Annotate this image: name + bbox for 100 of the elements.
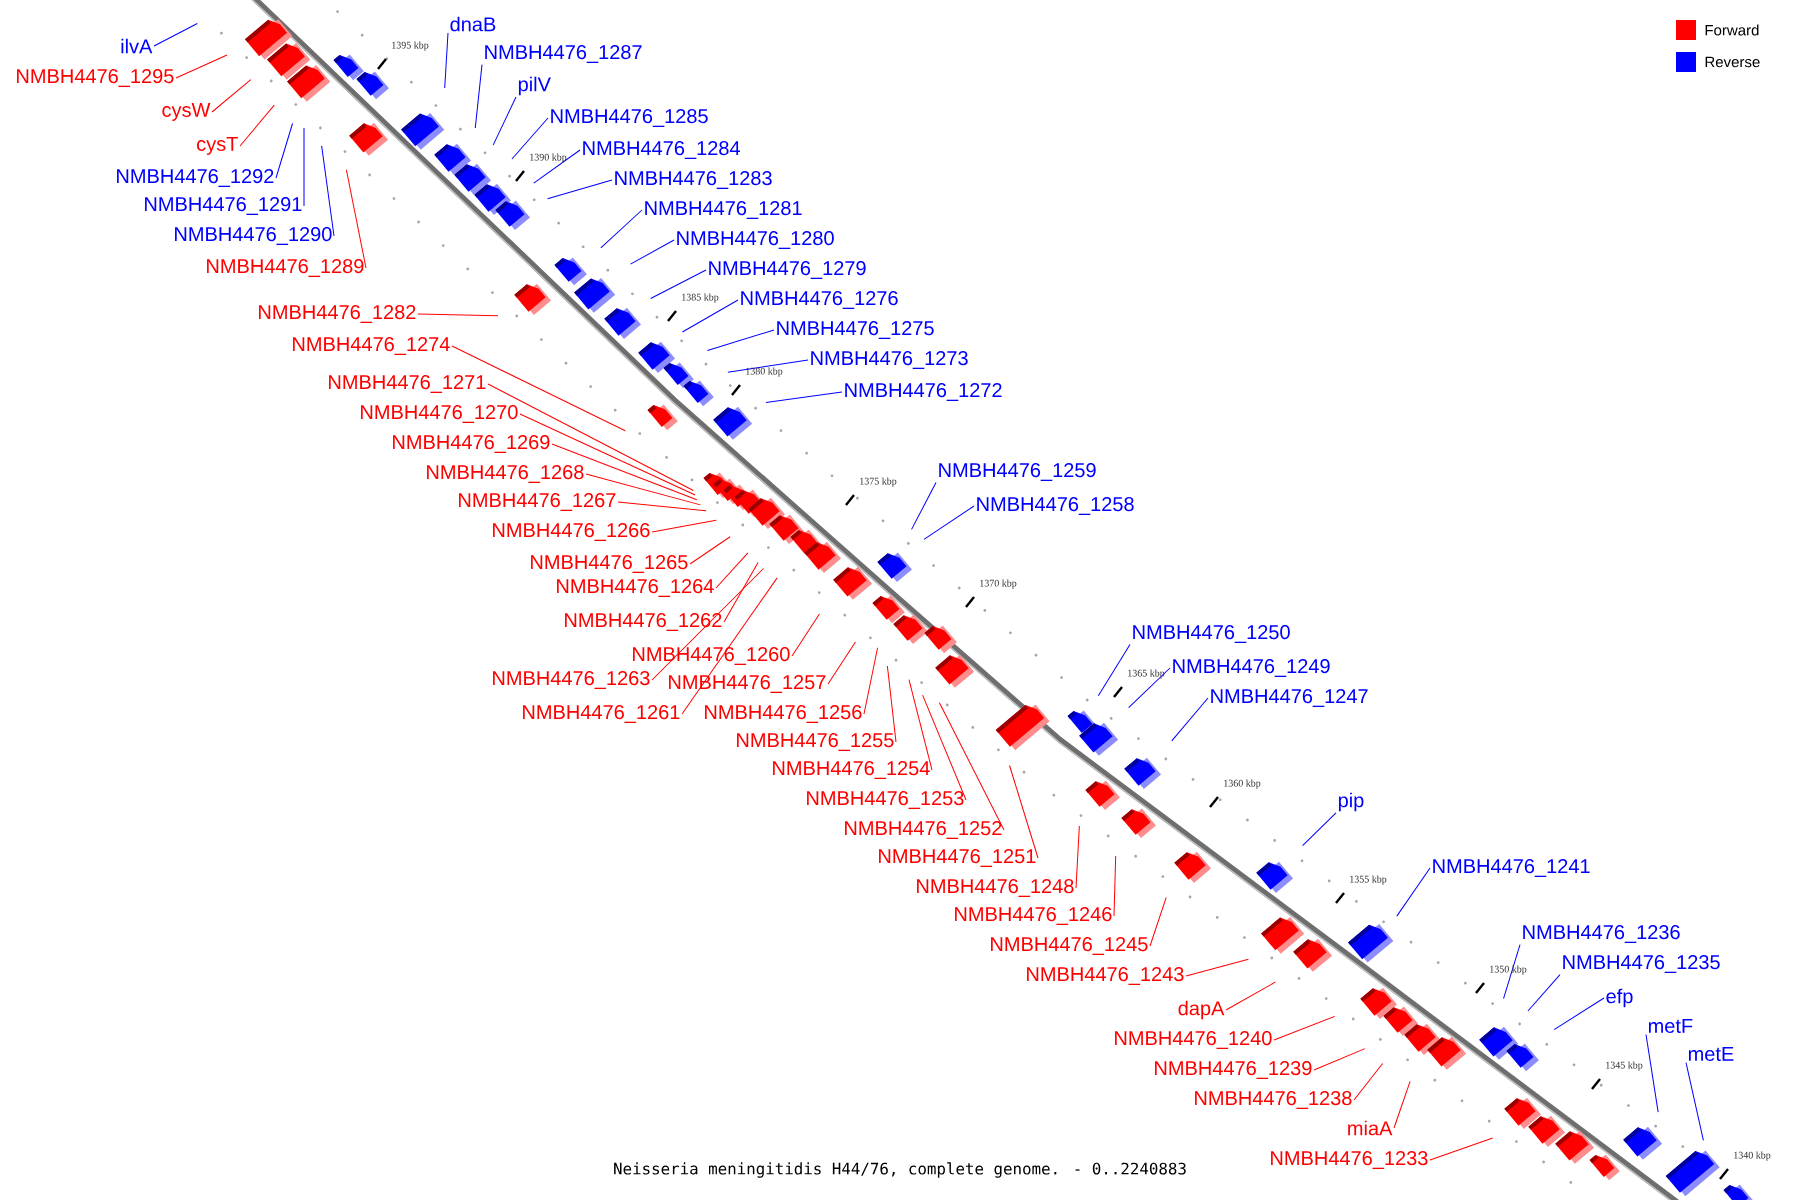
gene-label: NMBH4476_1249 [1173, 659, 1330, 677]
leader-line [345, 169, 367, 269]
gene-label: NMBH4476_1247 [1211, 689, 1368, 707]
gene-label: NMBH4476_1280 [677, 231, 834, 249]
gene-label: dapA [1178, 1000, 1225, 1020]
leader-line [1429, 1137, 1494, 1161]
leader-line [650, 269, 707, 299]
gene-label: NMBH4476_1292 [117, 169, 274, 187]
leader-line [689, 536, 731, 565]
leader-line [600, 209, 643, 249]
leader-line [551, 443, 698, 501]
gene-label: NMBH4476_1250 [1133, 625, 1290, 643]
gene-label: NMBH4476_1254 [773, 761, 930, 779]
leader-line [1302, 812, 1337, 847]
gene-label: NMBH4476_1289 [207, 259, 364, 277]
leader-line [1527, 974, 1561, 1012]
gene-label: NMBH4476_1245 [991, 937, 1148, 955]
gene-label: pilV [518, 76, 551, 96]
gene-label: NMBH4476_1290 [175, 227, 332, 245]
leader-line [681, 299, 739, 333]
gene-label: NMBH4476_1241 [1433, 859, 1590, 877]
gene-label: NMBH4476_1263 [493, 671, 650, 689]
gene-label: NMBH4476_1238 [1195, 1091, 1352, 1109]
gene-label: NMBH4476_1272 [845, 383, 1002, 401]
gene-label: NMBH4476_1267 [459, 493, 616, 511]
gene-label: NMBH4476_1279 [709, 261, 866, 279]
gene-label: NMBH4476_1270 [361, 405, 518, 423]
gene-label: NMBH4476_1285 [551, 109, 708, 127]
leader-line [908, 679, 933, 771]
leader-line [1097, 644, 1131, 697]
leader-line [1113, 855, 1117, 917]
gene-label: NMBH4476_1264 [557, 579, 714, 597]
leader-line [547, 179, 613, 200]
gene-label: NMBH4476_1235 [1563, 955, 1720, 973]
leader-line [511, 117, 549, 160]
leader-line [153, 23, 198, 47]
leader-line [630, 239, 675, 265]
gene-label: NMBH4476_1274 [293, 337, 450, 355]
leader-line [417, 313, 499, 317]
leader-line [275, 123, 293, 179]
leader-line [922, 694, 967, 801]
leader-line [765, 391, 843, 403]
gene-label: NMBH4476_1246 [955, 907, 1112, 925]
leader-line [444, 32, 449, 89]
gene-label: NMBH4476_1276 [741, 291, 898, 309]
gene-label: NMBH4476_1291 [145, 197, 302, 215]
leader-line [1225, 981, 1277, 1011]
gene-label: NMBH4476_1283 [615, 171, 772, 189]
gene-label: NMBH4476_1265 [531, 555, 688, 573]
leader-line [911, 482, 937, 530]
gene-label: ilvA [121, 38, 153, 54]
gene-label: NMBH4476_1240 [1115, 1031, 1272, 1049]
gene-label: NMBH4476_1273 [811, 351, 968, 369]
gene-label: dnaB [450, 16, 496, 32]
gene-label: NMBH4476_1253 [807, 791, 964, 809]
leader-line [1553, 997, 1605, 1031]
leader-line [791, 613, 820, 657]
gene-label: NMBH4476_1268 [427, 465, 584, 483]
leader-line [1171, 697, 1209, 742]
gene-label: efp [1606, 988, 1633, 1008]
leader-line [474, 64, 483, 129]
leader-line [1075, 825, 1080, 889]
leader-line [239, 104, 275, 147]
leader-line [1396, 867, 1431, 917]
leader-line [533, 149, 581, 184]
gene-label: miaA [1348, 1120, 1393, 1136]
leader-line [1353, 1062, 1384, 1101]
leader-line [303, 127, 305, 207]
gene-label: pip [1338, 792, 1364, 812]
leader-line [211, 79, 252, 113]
gene-label: NMBH4476_1252 [845, 821, 1002, 839]
leader-line [1685, 1062, 1704, 1141]
leader-line [1645, 1034, 1659, 1113]
gene-label: NMBH4476_1255 [737, 733, 894, 751]
gene-label: NMBH4476_1266 [493, 523, 650, 541]
gene-label: NMBH4476_1261 [523, 705, 680, 723]
leader-line [707, 329, 775, 351]
leader-line [617, 501, 707, 512]
gene-label: metF [1648, 1019, 1693, 1033]
gene-label: NMBH4476_1251 [879, 849, 1036, 867]
gene-label: NMBH4476_1271 [329, 375, 486, 393]
gene-label: NMBH4476_1243 [1027, 967, 1184, 985]
gene-label: NMBH4476_1281 [645, 201, 802, 219]
leader-line [1185, 958, 1249, 977]
gene-label: NMBH4476_1269 [393, 435, 550, 453]
gene-label: metE [1688, 1047, 1734, 1061]
leader-line [1273, 1015, 1336, 1041]
leader-line [585, 473, 701, 506]
leader-line [938, 702, 1005, 831]
leader-line [1313, 1048, 1366, 1071]
leader-line [723, 561, 759, 623]
gene-label: NMBH4476_1233 [1271, 1151, 1428, 1169]
gene-label: NMBH4476_1295 [17, 69, 174, 87]
leader-line [321, 145, 335, 237]
leader-line [727, 359, 809, 373]
gene-label: NMBH4476_1248 [917, 879, 1074, 897]
leader-line [492, 96, 517, 146]
leader-line [519, 413, 696, 496]
leader-line [1128, 667, 1171, 709]
leader-line [651, 519, 717, 533]
